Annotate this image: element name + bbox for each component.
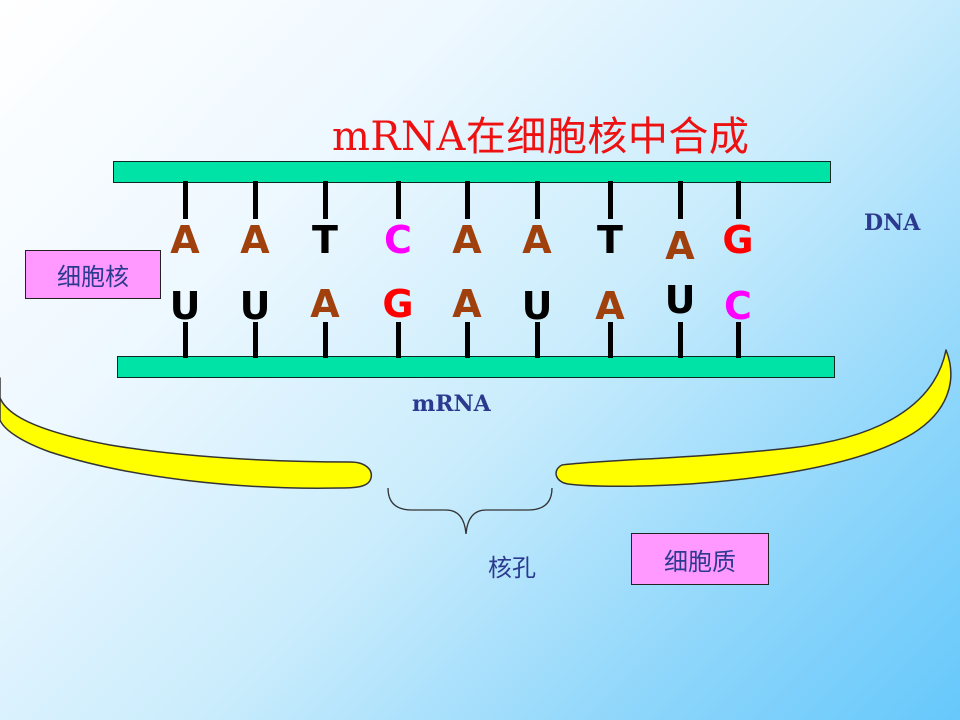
mrna-base: C (724, 284, 752, 328)
dna-strand (113, 161, 831, 183)
nuclear-pore-label: 核孔 (488, 554, 536, 582)
dna-base: A (452, 218, 482, 262)
nucleus-label-box: 细胞核 (25, 250, 161, 299)
mrna-strand (117, 356, 835, 378)
dna-bond-tick (253, 181, 258, 219)
dna-base: G (722, 218, 754, 262)
dna-base: A (665, 224, 695, 268)
dna-base: T (312, 218, 338, 262)
mrna-base: A (595, 284, 625, 328)
mrna-base: A (310, 282, 340, 326)
mrna-base: U (664, 278, 696, 322)
mrna-bond-tick (183, 322, 188, 358)
cytoplasm-label-box: 细胞质 (631, 533, 769, 585)
mrna-bond-tick (323, 322, 328, 358)
dna-bond-tick (323, 181, 328, 219)
mrna-bond-tick (465, 322, 470, 358)
dna-bond-tick (736, 181, 741, 219)
dna-bond-tick (678, 181, 683, 219)
mrna-bond-tick (608, 322, 613, 358)
mrna-base: G (382, 282, 414, 326)
dna-bond-tick (183, 181, 188, 219)
dna-base: A (240, 218, 270, 262)
dna-base: T (597, 218, 623, 262)
mrna-bond-tick (736, 322, 741, 358)
diagram-title: mRNA在细胞核中合成 (332, 114, 750, 160)
dna-bond-tick (465, 181, 470, 219)
cytoplasm-label: 细胞质 (664, 547, 736, 576)
dna-base: A (522, 218, 552, 262)
mrna-label: mRNA (412, 391, 491, 417)
membrane-right (555, 349, 952, 487)
nuclear-pore-brace (387, 487, 553, 535)
dna-label: DNA (864, 210, 921, 236)
mrna-bond-tick (535, 322, 540, 358)
nucleus-label: 细胞核 (57, 263, 129, 291)
mrna-bond-tick (396, 322, 401, 358)
mrna-bond-tick (253, 322, 258, 358)
mrna-base: U (239, 284, 271, 328)
dna-bond-tick (535, 181, 540, 219)
mrna-base: U (169, 284, 201, 328)
mrna-base: U (521, 284, 553, 328)
dna-base: A (170, 218, 200, 262)
mrna-base: A (452, 282, 482, 326)
dna-bond-tick (608, 181, 613, 219)
dna-base: C (384, 218, 412, 262)
membrane-left (0, 377, 373, 489)
dna-bond-tick (396, 181, 401, 219)
mrna-bond-tick (678, 322, 683, 358)
